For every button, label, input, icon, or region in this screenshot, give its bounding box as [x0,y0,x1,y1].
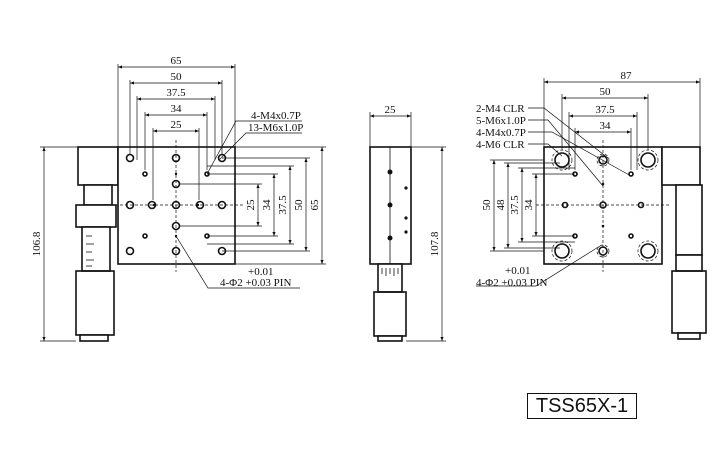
callout-m6-clr: 4-M6 CLR [476,139,525,151]
dim-overall-height: 106.8 [31,231,43,256]
dim-right-25: 25 [245,199,257,211]
dim-left-34: 34 [523,199,535,211]
dim-right-34: 34 [261,199,273,211]
dim-left-48: 48 [495,199,507,211]
dim-side-height: 107.8 [429,231,441,256]
callout-m4-tap: 4-M4x0.7P [251,110,301,122]
bottom-pin-spec: 4-Φ2 +0.03 PIN [476,277,547,289]
bottom-view: 87 50 37.5 34 50 48 37.5 34 [476,70,707,340]
bottom-micrometer-sleeve [675,184,703,256]
pin-tolerance: +0.01 [248,266,273,278]
side-micrometer-end [377,335,403,342]
bottom-micrometer-scale [675,254,703,272]
dim-left-37-5: 37.5 [509,195,521,215]
micrometer-collar [75,204,117,228]
bottom-pin-tolerance: +0.01 [505,265,530,277]
callout-m4-tap: 4-M4x0.7P [476,127,526,139]
micrometer-housing [77,146,119,186]
dim-right-37-5: 37.5 [277,195,289,215]
top-view: 65 50 37.5 34 25 25 34 37.5 50 65 [31,55,326,342]
side-view: 25 107.8 [369,104,446,342]
dim-left-50: 50 [481,199,493,211]
bottom-micrometer-end [677,332,701,340]
pin-spec: 4-Φ2 +0.03 PIN [220,277,291,289]
dim-top-25: 25 [171,119,183,131]
dim-bottom-37-5: 37.5 [595,104,615,116]
callout-m6-tap: 13-M6x1.0P [248,122,303,134]
stage-top-plate [117,146,236,265]
dim-right-50: 50 [293,199,305,211]
micrometer-scale [86,235,94,267]
micrometer-neck [83,184,113,206]
dim-right-65: 65 [309,199,321,211]
dim-bottom-50: 50 [600,86,612,98]
side-micrometer-thimble [373,291,407,337]
callout-m4-clr: 2-M4 CLR [476,103,525,115]
model-label: TSS65X-1 [527,393,637,419]
side-holes [387,169,408,241]
bottom-micrometer-thimble [671,270,707,334]
bottom-micrometer-housing [661,146,701,186]
dim-bottom-87: 87 [621,70,633,82]
dim-top-34: 34 [171,103,183,115]
micrometer-thimble [75,270,115,336]
dim-bottom-34: 34 [600,120,612,132]
dim-top-65: 65 [171,55,183,67]
dim-side-width: 25 [385,104,397,116]
top-holes [125,153,227,256]
micrometer-sleeve [81,226,111,272]
callout-m6-tap: 5-M6x1.0P [476,115,526,127]
bottom-holes [551,149,659,262]
dim-top-50: 50 [171,71,183,83]
micrometer-end [79,334,109,342]
dim-top-37-5: 37.5 [166,87,186,99]
